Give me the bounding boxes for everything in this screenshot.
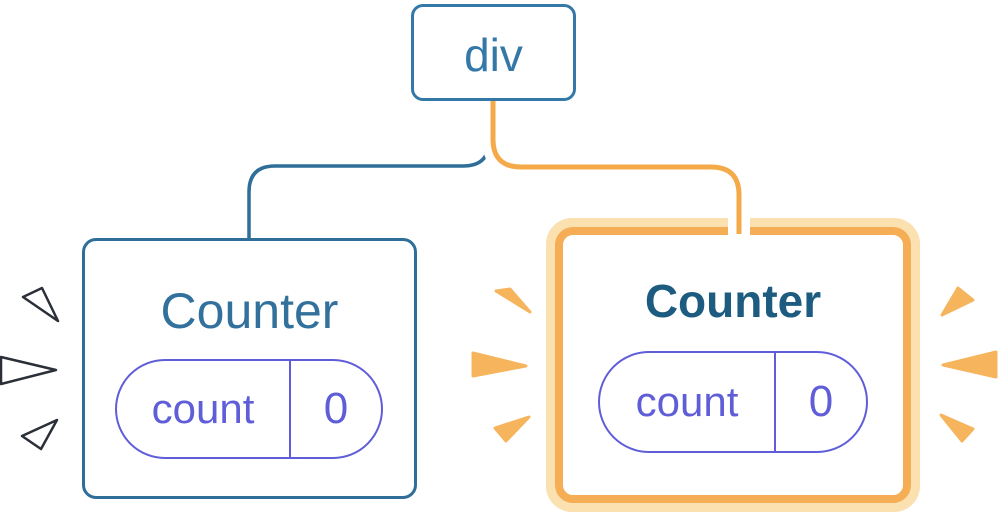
sparkle-icon	[493, 415, 531, 443]
sparkle-icon	[471, 351, 528, 378]
state-value: 0	[808, 377, 834, 426]
state-pill: count 0	[115, 359, 383, 459]
root-node-div: div	[411, 4, 576, 101]
sparkle-icon	[941, 350, 998, 379]
edge-to-right-counter	[490, 100, 742, 234]
card-title: Counter	[644, 275, 822, 327]
state-key-label: count	[117, 361, 291, 457]
counter-card-left: Counter count 0	[82, 238, 417, 499]
state-value: 0	[323, 384, 349, 433]
card-title: Counter	[160, 283, 339, 339]
sparkle-icon	[940, 286, 975, 317]
sparkle-icon	[494, 287, 532, 314]
burst-right-card-right	[939, 286, 998, 443]
burst-right-card-left	[471, 287, 532, 443]
state-pill: count 0	[598, 351, 868, 453]
sparkle-icon	[939, 413, 975, 443]
edge-to-right-counter-casing	[482, 100, 750, 236]
sparkle-icon	[20, 418, 59, 451]
state-key-label: count	[600, 353, 776, 451]
sparkle-icon	[21, 286, 60, 323]
root-node-label: div	[464, 28, 523, 81]
sparkle-icon	[0, 355, 58, 386]
counter-card-right: Counter count 0	[546, 218, 920, 512]
edge-to-left-counter	[247, 102, 491, 240]
burst-left-card	[0, 286, 60, 451]
